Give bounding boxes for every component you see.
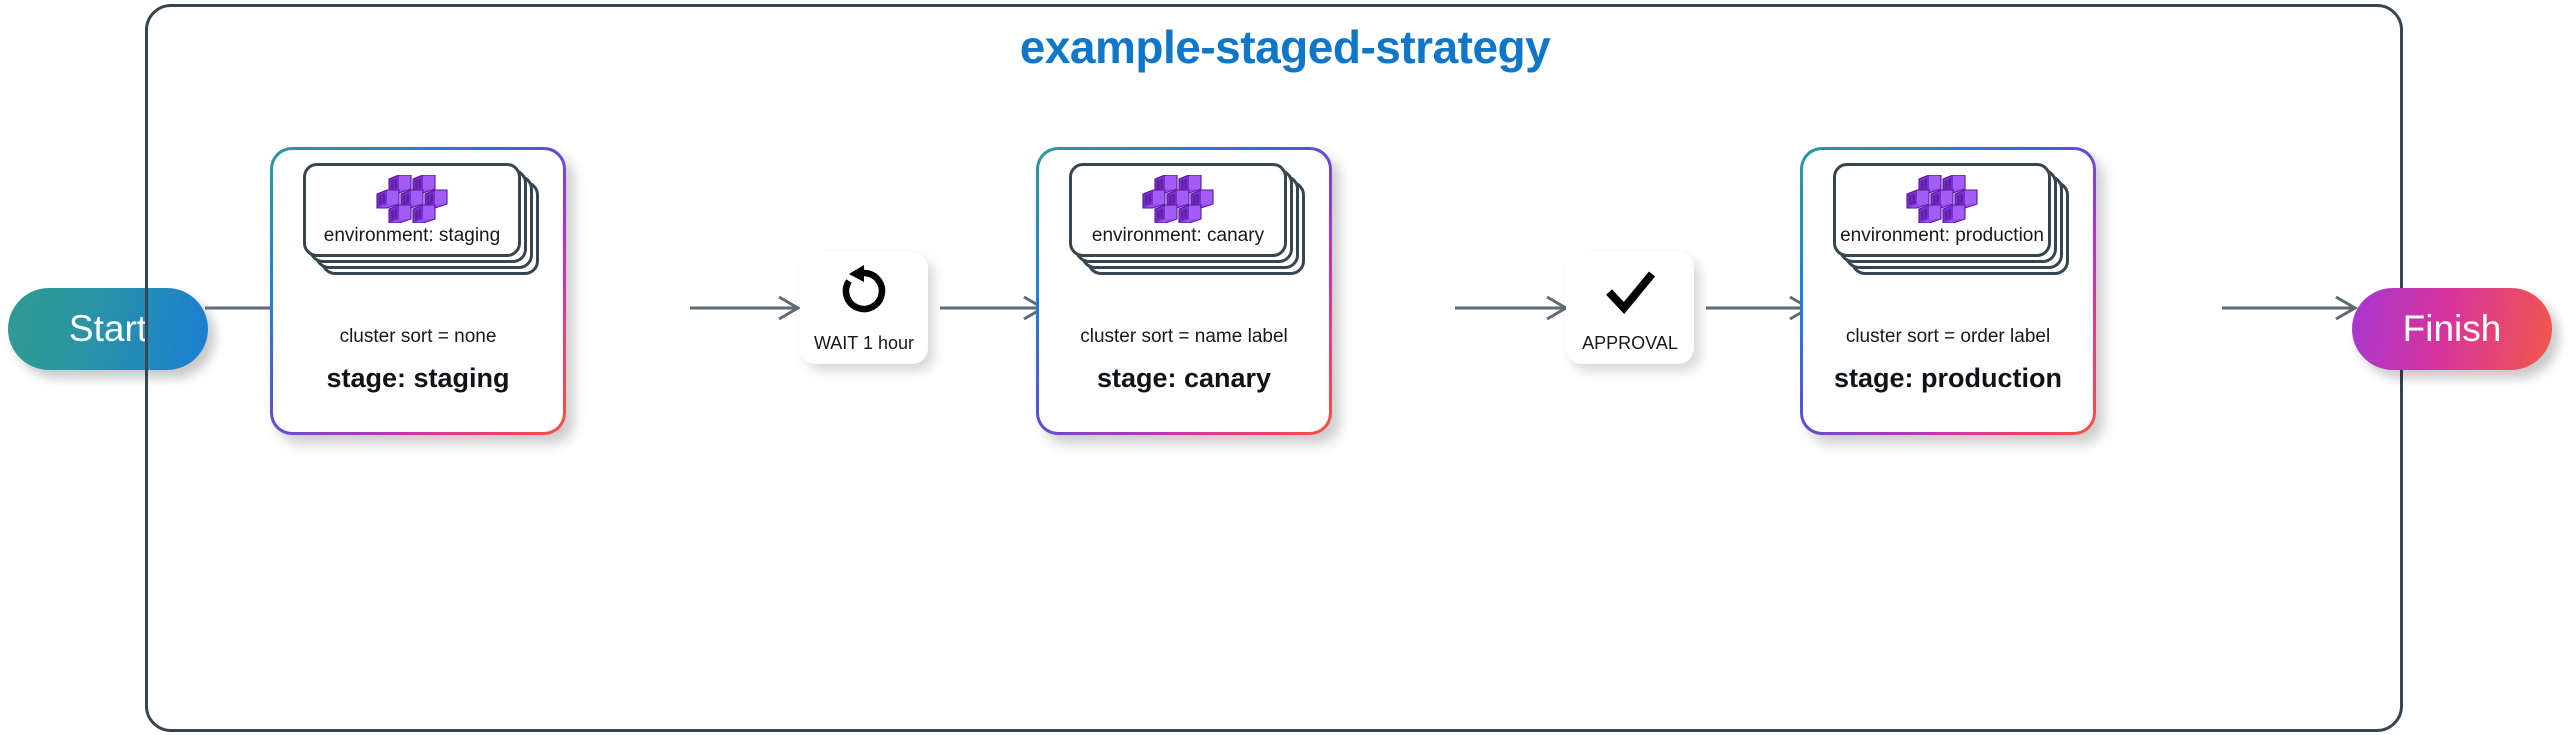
stage-name-label: stage: staging (326, 363, 510, 393)
strategy-title: example-staged-strategy (1019, 21, 1551, 73)
cluster-sort-label: cluster sort = order label (1845, 326, 2051, 347)
action-label-approval: APPROVAL (1582, 333, 1678, 353)
connector-wait-to-canary (940, 295, 1050, 321)
environment-label: environment: staging (323, 225, 501, 246)
stage-inner-production: environment: production cluster sort = o… (1803, 150, 2093, 432)
stage-inner-staging: environment: staging cluster sort = none… (273, 150, 563, 432)
cluster-icon (1905, 174, 1979, 224)
action-node-approval[interactable]: APPROVAL (1566, 252, 1694, 364)
checkmark-icon (1602, 265, 1658, 317)
environment-label: environment: canary (1091, 225, 1265, 246)
rotate-ccw-icon (836, 265, 892, 317)
environment-label: environment: production (1840, 225, 2044, 246)
cluster-card-stack-staging[interactable]: environment: staging (303, 163, 539, 275)
cluster-card-front[interactable]: environment: staging (303, 163, 521, 257)
finish-node-label: Finish (2402, 308, 2502, 349)
action-label-wait: WAIT 1 hour (813, 333, 915, 353)
action-node-wait[interactable]: WAIT 1 hour (800, 252, 928, 364)
cluster-card-stack-production[interactable]: environment: production (1833, 163, 2069, 275)
stage-inner-canary: environment: canary cluster sort = name … (1039, 150, 1329, 432)
connector-canary-to-approval (1455, 295, 1573, 321)
cluster-icon (1141, 174, 1215, 224)
stage-card-production[interactable]: environment: production cluster sort = o… (1800, 147, 2096, 435)
stage-name-label: stage: canary (1096, 363, 1272, 393)
start-node-label: Start (68, 308, 148, 349)
connector-staging-to-wait (690, 295, 805, 321)
stage-card-staging[interactable]: environment: staging cluster sort = none… (270, 147, 566, 435)
cluster-sort-label: cluster sort = name label (1080, 326, 1288, 347)
connector-production-to-finish (2222, 295, 2362, 321)
cluster-card-front[interactable]: environment: canary (1069, 163, 1287, 257)
cluster-sort-label: cluster sort = none (339, 326, 497, 347)
finish-node[interactable]: Finish (2352, 288, 2552, 370)
cluster-card-front[interactable]: environment: production (1833, 163, 2051, 257)
stage-card-canary[interactable]: environment: canary cluster sort = name … (1036, 147, 1332, 435)
cluster-icon (375, 174, 449, 224)
cluster-card-stack-canary[interactable]: environment: canary (1069, 163, 1305, 275)
start-node[interactable]: Start (8, 288, 208, 370)
stage-name-label: stage: production (1834, 363, 2062, 393)
